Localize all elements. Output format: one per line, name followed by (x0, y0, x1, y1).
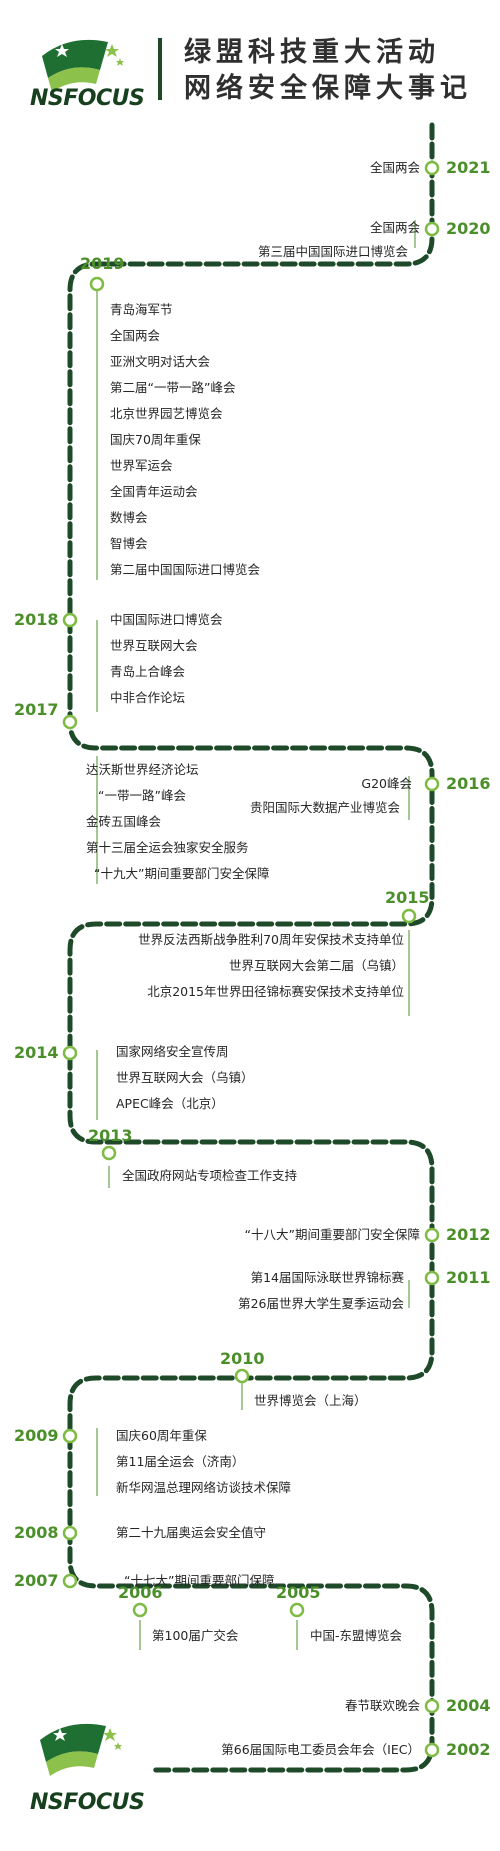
event-2013-1: 全国政府网站专项检查工作支持 (122, 1168, 298, 1183)
node-2002 (424, 1742, 440, 1758)
event-2018-3: 青岛上合峰会 (110, 664, 186, 679)
bracket-lines (96, 220, 416, 1650)
year-2010: 2010 (220, 1349, 265, 1368)
event-2011-2: 第26届世界大学生夏季运动会 (238, 1296, 404, 1311)
node-2015 (401, 908, 417, 924)
node-2010 (234, 1368, 250, 1384)
event-2011-1: 第14届国际泳联世界锦标赛 (250, 1270, 404, 1285)
event-2008-1: 第二十九届奥运会安全值守 (116, 1525, 267, 1540)
node-2008 (62, 1525, 78, 1541)
event-2019-9: 数博会 (110, 510, 148, 525)
event-2017-4: 第十三届全运会独家安全服务 (86, 840, 249, 855)
footer-flag-icon (40, 1723, 122, 1776)
event-2019-4: 第二届“一带一路”峰会 (110, 380, 236, 395)
event-2019-1: 青岛海军节 (110, 302, 173, 317)
year-2012: 2012 (446, 1225, 491, 1244)
event-2018-2: 世界互联网大会 (110, 638, 198, 653)
event-2017-3: 金砖五国峰会 (86, 814, 162, 829)
event-2012-1: “十八大”期间重要部门安全保障 (244, 1227, 420, 1242)
event-2019-11: 第二届中国国际进口博览会 (110, 562, 261, 577)
node-2012 (424, 1227, 440, 1243)
year-2014: 2014 (14, 1043, 59, 1062)
event-2009-2: 第11届全运会（济南） (116, 1454, 245, 1469)
event-2019-5: 北京世界园艺博览会 (110, 406, 223, 421)
event-2017-2: “一带一路”峰会 (98, 788, 186, 803)
event-2016-2: 贵阳国际大数据产业博览会 (249, 800, 400, 815)
timeline-nodes (62, 160, 440, 1758)
year-2013: 2013 (88, 1126, 133, 1145)
event-2018-1: 中国国际进口博览会 (110, 612, 223, 627)
node-2019 (89, 276, 105, 292)
event-2018-4: 中非合作论坛 (110, 690, 186, 705)
node-2013 (101, 1145, 117, 1161)
year-2017: 2017 (14, 700, 59, 719)
year-2015: 2015 (385, 888, 430, 907)
node-2020 (424, 221, 440, 237)
node-2009 (62, 1428, 78, 1444)
event-2016-1: G20峰会 (361, 776, 412, 791)
event-2020-1: 全国两会 (369, 220, 420, 235)
event-2019-8: 全国青年运动会 (110, 484, 198, 499)
event-2017-5: “十九大”期间重要部门安全保障 (94, 866, 270, 881)
event-2014-3: APEC峰会（北京） (116, 1096, 224, 1111)
year-2021: 2021 (446, 158, 491, 177)
year-2002: 2002 (446, 1740, 491, 1759)
event-2017-1: 达沃斯世界经济论坛 (86, 762, 199, 777)
event-2005-1: 中国-东盟博览会 (310, 1628, 403, 1643)
year-2016: 2016 (446, 774, 491, 793)
event-2004-1: 春节联欢晚会 (344, 1698, 420, 1713)
event-2019-10: 智博会 (110, 536, 148, 551)
node-2006 (132, 1602, 148, 1618)
year-2011: 2011 (446, 1268, 491, 1287)
node-2004 (424, 1698, 440, 1714)
event-2015-3: 北京2015年世界田径锦标赛安保技术支持单位 (147, 984, 404, 999)
year-2008: 2008 (14, 1523, 59, 1542)
event-2007-1: “十七大”期间重要部门保障 (124, 1573, 275, 1588)
event-2006-1: 第100届广交会 (152, 1628, 239, 1643)
event-2021-1: 全国两会 (369, 160, 420, 175)
event-2014-1: 国家网络安全宣传周 (116, 1044, 229, 1059)
year-2019: 2019 (80, 254, 125, 273)
event-2009-3: 新华网温总理网络访谈技术保障 (116, 1480, 292, 1495)
event-2002-1: 第66届国际电工委员会年会（IEC） (221, 1742, 420, 1757)
event-2010-1: 世界博览会（上海） (254, 1393, 367, 1408)
year-2009: 2009 (14, 1426, 59, 1445)
node-2017 (62, 714, 78, 730)
node-2021 (424, 160, 440, 176)
page-title-line1: 绿盟科技重大活动 (184, 37, 440, 68)
logo-flag-icon (42, 39, 124, 92)
event-2019-7: 世界军运会 (110, 458, 173, 473)
footer-logo-text: NSFOCUS (30, 1790, 145, 1815)
year-2005: 2005 (276, 1583, 321, 1602)
year-2004: 2004 (446, 1696, 491, 1715)
node-2007 (62, 1573, 78, 1589)
node-2016 (424, 776, 440, 792)
event-2020-2: 第三届中国国际进口博览会 (257, 244, 408, 259)
node-2014 (62, 1045, 78, 1061)
event-2019-3: 亚洲文明对话大会 (110, 354, 211, 369)
event-2015-2: 世界互联网大会第二届（乌镇） (228, 958, 404, 973)
node-2011 (424, 1270, 440, 1286)
event-2015-1: 世界反法西斯战争胜利70周年安保技术支持单位 (138, 932, 404, 947)
year-2007: 2007 (14, 1571, 59, 1590)
node-2018 (62, 612, 78, 628)
year-2020: 2020 (446, 219, 491, 238)
node-2005 (289, 1602, 305, 1618)
year-2018: 2018 (14, 610, 59, 629)
event-2014-2: 世界互联网大会（乌镇） (116, 1070, 254, 1085)
event-2009-1: 国庆60周年重保 (116, 1428, 207, 1443)
event-2019-6: 国庆70周年重保 (110, 432, 201, 447)
header-logo-text: NSFOCUS (30, 86, 145, 111)
year-2006: 2006 (118, 1583, 163, 1602)
page-title-line2: 网络安全保障大事记 (184, 73, 472, 104)
event-2019-2: 全国两会 (110, 328, 161, 343)
